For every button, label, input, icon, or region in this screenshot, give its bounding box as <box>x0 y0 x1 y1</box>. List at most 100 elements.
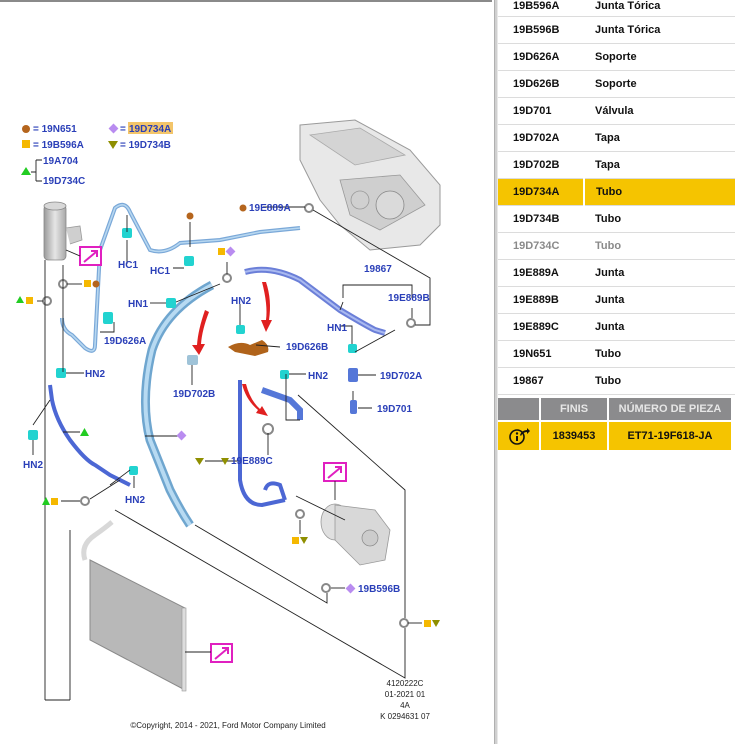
part-description[interactable]: Tubo <box>584 340 735 368</box>
clip-hn2-left-icon <box>56 368 66 378</box>
receiver-drier-image <box>43 201 83 261</box>
callout-19d701[interactable]: 19D701 <box>377 404 412 415</box>
part-code[interactable]: 19867 <box>498 367 584 395</box>
header-icon-col <box>498 398 539 420</box>
part-code[interactable]: 19D626A <box>498 43 584 71</box>
part-code[interactable]: 19D626B <box>498 70 584 98</box>
part-code[interactable]: 19N651 <box>498 340 584 368</box>
diagram-pane: = 19N651 = 19D734A = 19B596A = 19D734B 1… <box>0 0 492 730</box>
callout-hn2-mid[interactable]: HN2 <box>308 371 328 382</box>
header-part-number: NÚMERO DE PIEZA <box>609 398 731 420</box>
part-description[interactable]: Tubo <box>584 205 735 233</box>
svg-text:4120222C: 4120222C <box>387 679 424 688</box>
part-description[interactable]: Tubo <box>584 178 735 206</box>
callout-19b596b[interactable]: 19B596B <box>358 584 400 595</box>
clip-19d626a-icon <box>103 312 113 324</box>
part-description[interactable]: Soporte <box>584 70 735 98</box>
legend-19n651[interactable]: = 19N651 <box>33 124 77 135</box>
part-code[interactable]: 19E889B <box>498 286 584 314</box>
legend-19a704[interactable]: 19A704 <box>43 156 78 167</box>
clip-hc1-a-icon <box>122 228 132 238</box>
callout-19e889a[interactable]: 19E889A <box>249 203 291 214</box>
legend-19b596a[interactable]: = 19B596A <box>33 140 84 151</box>
part-code[interactable]: 19D702B <box>498 151 584 179</box>
part-code[interactable]: 19E889A <box>498 259 584 287</box>
part-description[interactable]: Junta Tórica <box>584 16 735 44</box>
compressor-link-icon[interactable] <box>323 462 347 482</box>
compressor-image <box>320 503 391 566</box>
clip-hn2-top-icon <box>236 325 245 334</box>
cap-19d702b-icon <box>187 355 198 365</box>
part-number-value[interactable]: ET71-19F618-JA <box>609 422 731 450</box>
callout-hc1-a[interactable]: HC1 <box>118 260 138 271</box>
valve-19d701-icon <box>350 400 357 414</box>
part-description[interactable]: Tubo <box>584 232 735 260</box>
part-detail-row[interactable]: 1839453 ET71-19F618-JA <box>498 422 735 450</box>
callout-hn1-a[interactable]: HN1 <box>128 299 148 310</box>
clip-hn2-mid-icon <box>280 370 289 379</box>
part-code[interactable]: 19B596A <box>498 0 584 17</box>
clip-hn2-low2-icon <box>129 466 138 475</box>
cap-19d702a-icon <box>348 368 358 382</box>
callout-hn2-left[interactable]: HN2 <box>85 369 105 380</box>
part-code[interactable]: 19E889C <box>498 313 584 341</box>
part-description[interactable]: Junta <box>584 259 735 287</box>
callout-19867[interactable]: 19867 <box>364 264 392 275</box>
part-description[interactable]: Junta Tórica <box>584 0 735 17</box>
callout-hn2-low[interactable]: HN2 <box>23 460 43 471</box>
part-description[interactable]: Junta <box>584 313 735 341</box>
legend-19d734a[interactable]: 19D734A <box>129 124 171 135</box>
part-description[interactable]: Tapa <box>584 151 735 179</box>
part-description[interactable]: Tapa <box>584 124 735 152</box>
part-code[interactable]: 19D734B <box>498 205 584 233</box>
drier-link-icon[interactable] <box>79 246 102 266</box>
part-description[interactable]: Junta <box>584 286 735 314</box>
pane-splitter[interactable] <box>494 0 498 744</box>
part-code[interactable]: 19B596B <box>498 16 584 44</box>
red-arrows <box>192 282 272 416</box>
part-description[interactable]: Válvula <box>584 97 735 125</box>
callout-19d702b[interactable]: 19D702B <box>173 389 215 400</box>
callout-19d626b[interactable]: 19D626B <box>286 342 328 353</box>
part-code[interactable]: 19D702A <box>498 124 584 152</box>
legend-triangle-down-icon <box>108 141 118 149</box>
clip-hn1-b-icon <box>348 344 357 353</box>
bracket-19d626b-icon <box>228 340 269 356</box>
callout-19e889c[interactable]: 19E889C <box>231 456 273 467</box>
svg-text:K 0294631 07: K 0294631 07 <box>380 712 430 721</box>
callout-hn2-low2[interactable]: HN2 <box>125 495 145 506</box>
part-code[interactable]: 19D734C <box>498 232 584 260</box>
legend-19d734c[interactable]: 19D734C <box>43 176 85 187</box>
part-code[interactable]: 19D734A <box>498 178 585 206</box>
callout-19d626a[interactable]: 19D626A <box>104 336 146 347</box>
callout-19e889b[interactable]: 19E889B <box>388 293 430 304</box>
leader-lines <box>32 206 431 701</box>
info-link-icon[interactable] <box>498 422 539 450</box>
part-code[interactable]: 19D701 <box>498 97 584 125</box>
callout-hn1-b[interactable]: HN1 <box>327 323 347 334</box>
callout-19d702a[interactable]: 19D702A <box>380 371 422 382</box>
callout-hn2-top[interactable]: HN2 <box>231 296 251 307</box>
condenser-link-icon[interactable] <box>210 643 233 663</box>
legend-19d734b[interactable]: = 19D734B <box>120 140 171 151</box>
part-description[interactable]: Tubo <box>584 367 735 395</box>
part-description[interactable]: Soporte <box>584 43 735 71</box>
callout-hc1-b[interactable]: HC1 <box>150 266 170 277</box>
finis-value[interactable]: 1839453 <box>541 422 607 450</box>
